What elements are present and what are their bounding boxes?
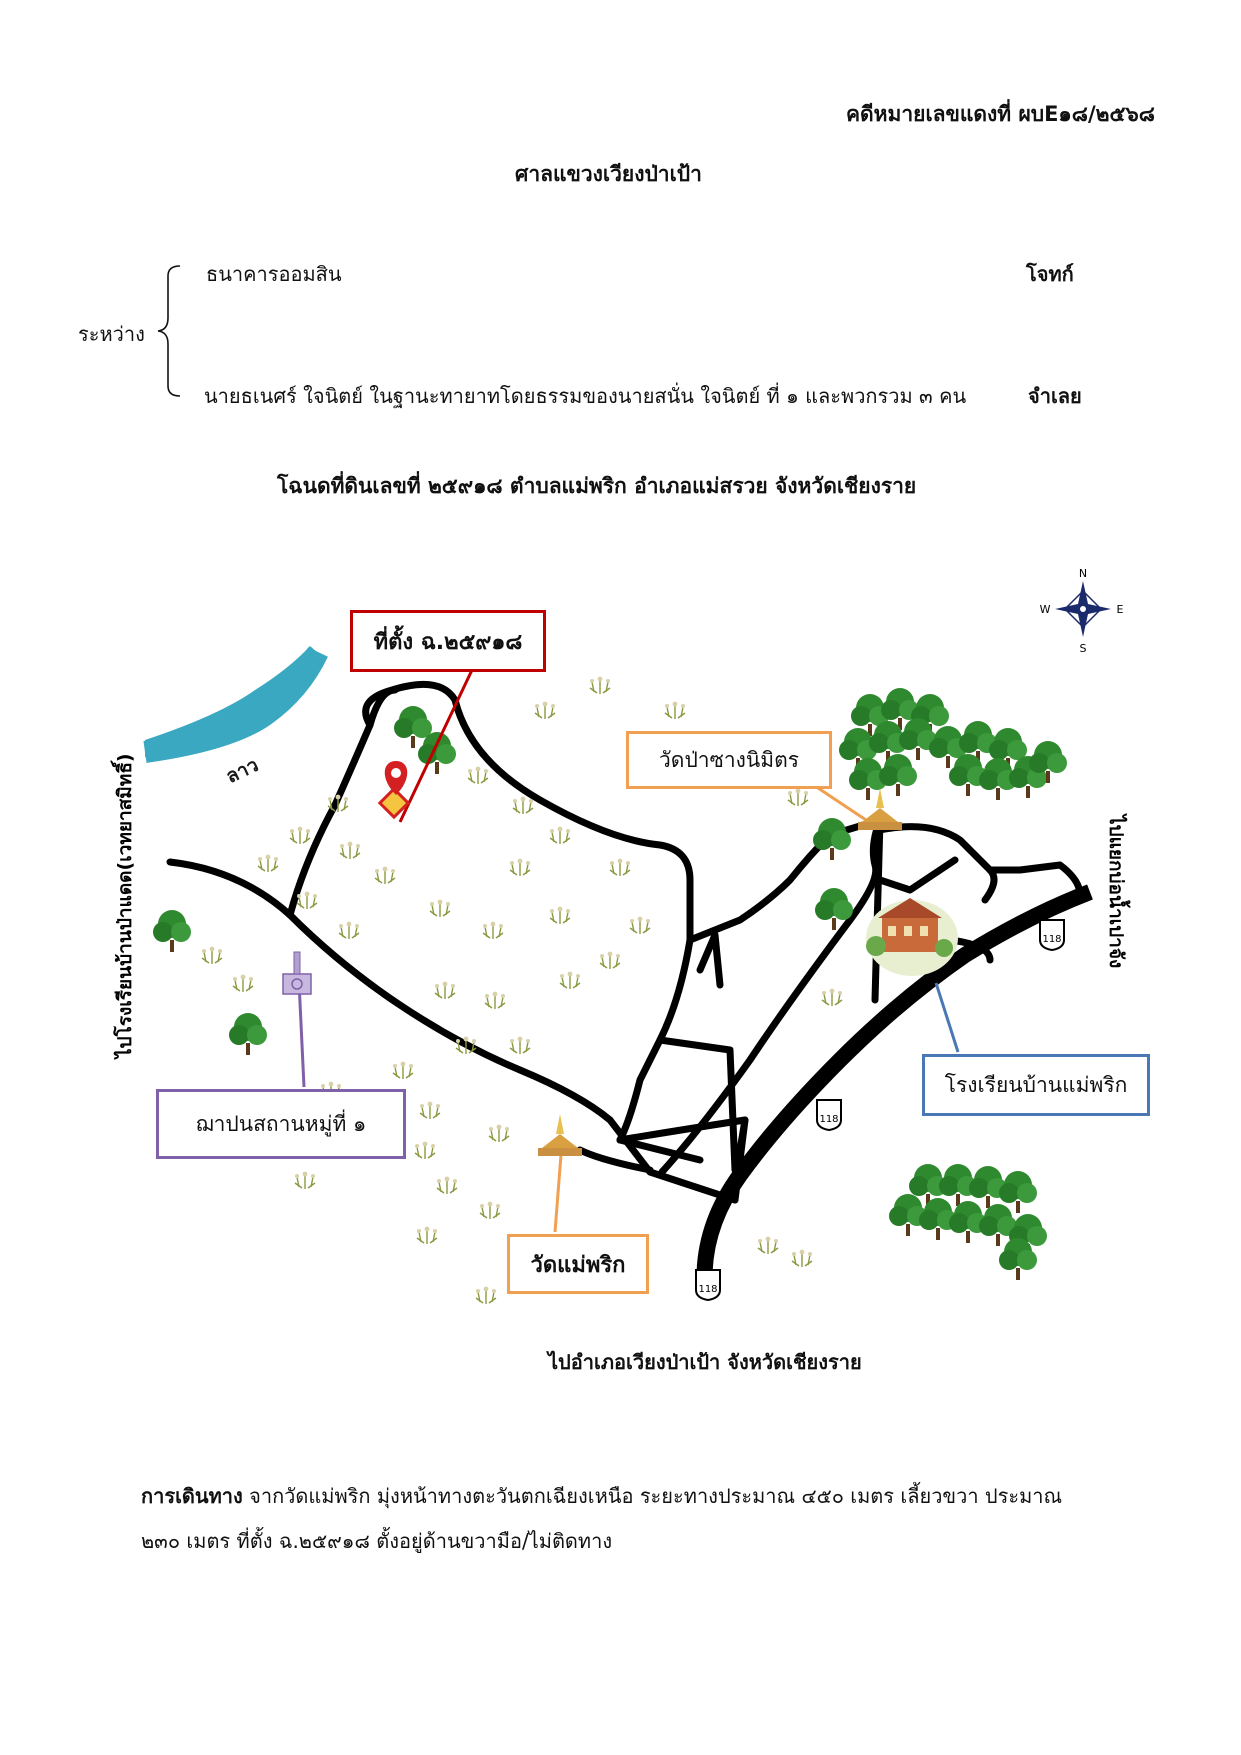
svg-text:E: E (1117, 603, 1124, 616)
location-pin-icon (377, 761, 411, 820)
compass-rose-icon: N S E W (1040, 567, 1124, 655)
court-name: ศาลแขวงเวียงป่าเป้า (515, 162, 702, 186)
temple-north-label-box: วัดป่าซางนิมิตร (626, 731, 832, 789)
highway-shield: 118 (816, 1099, 842, 1132)
deed-title: โฉนดที่ดินเลขที่ ๒๕๙๑๘ ตำบลแม่พริก อำเภอ… (277, 474, 917, 498)
temple-south-icon (538, 1114, 582, 1156)
directions-line-1: การเดินทาง จากวัดแม่พริก มุ่งหน้าทางตะวั… (141, 1480, 1062, 1512)
school-leader-line (934, 982, 960, 1053)
tree-cluster-northeast (839, 688, 1067, 800)
highway-118 (696, 884, 1093, 1293)
temple-north-icon (858, 788, 902, 830)
svg-text:N: N (1079, 567, 1087, 580)
temple-south-leader-line (553, 1141, 564, 1233)
directions-text-1: จากวัดแม่พริก มุ่งหน้าทางตะวันตกเฉียงเหน… (249, 1484, 1063, 1508)
svg-text:S: S (1080, 642, 1087, 655)
location-leader-line (398, 669, 474, 823)
svg-text:W: W (1040, 603, 1051, 616)
parties-brace (157, 265, 181, 397)
directions-text-2: ๒๓๐ เมตร ที่ตั้ง ฉ.๒๕๙๑๘ ตั้งอยู่ด้านขวา… (141, 1529, 613, 1553)
svg-text:118: 118 (698, 1284, 717, 1295)
river (145, 646, 326, 757)
south-direction-label: ไปอำเภอเวียงป่าเป้า จังหวัดเชียงราย (548, 1350, 862, 1374)
between-label: ระหว่าง (78, 322, 145, 346)
tree-cluster-southeast (889, 1164, 1047, 1280)
east-direction-label: ไปแยกบ่อน้ำเปาจัง (1105, 813, 1131, 968)
river-label: ลาว (223, 754, 262, 788)
svg-text:118: 118 (819, 1114, 838, 1125)
defendant-name: นายธเนศร์ ใจนิตย์ ในฐานะทายาทโดยธรรมของน… (204, 384, 967, 408)
highway-shield: 118 (695, 1269, 721, 1302)
case-number: คดีหมายเลขแดงที่ ผบE๑๘/๒๕๖๘ (846, 102, 1155, 126)
school-label-box: โรงเรียนบ้านแม่พริก (922, 1054, 1150, 1116)
temple-south-label-box: วัดแม่พริก (507, 1234, 649, 1294)
crematorium-icon (282, 951, 312, 995)
plaintiff-name: ธนาคารออมสิน (206, 262, 342, 286)
directions-label: การเดินทาง (141, 1484, 243, 1508)
school-icon (866, 898, 958, 976)
location-label-box: ที่ตั้ง ฉ.๒๕๙๑๘ (350, 610, 546, 672)
highway-shield: 118 (1039, 919, 1065, 952)
plaintiff-role: โจทก์ (1026, 262, 1074, 286)
defendant-role: จำเลย (1028, 384, 1082, 408)
crematorium-label-box: ฌาปนสถานหมู่ที่ ๑ (156, 1089, 406, 1159)
svg-text:118: 118 (1042, 934, 1061, 945)
west-direction-label: ไปโรงเรียนบ้านป่าแดด(เวทยาสมิทธิ์) (110, 753, 136, 1060)
